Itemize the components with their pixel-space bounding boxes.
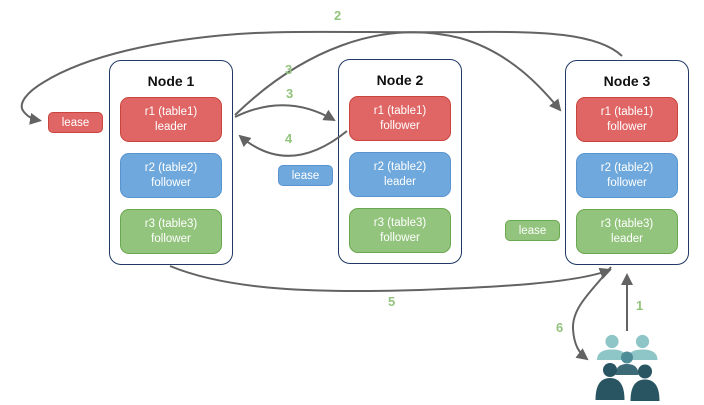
replica-role: follower: [151, 232, 191, 245]
node-title: Node 3: [603, 73, 651, 89]
replica-role: follower: [380, 119, 420, 132]
step-label-1: 1: [636, 298, 644, 313]
users-icon: [595, 334, 660, 401]
replica-name: r1 (table1): [144, 105, 198, 118]
replica-role: follower: [607, 120, 647, 133]
replica-name: r2 (table2): [373, 160, 427, 173]
node-title: Node 1: [147, 73, 195, 89]
step-label-6: 6: [556, 320, 564, 335]
node1-replica-r2: r2 (table2) follower: [120, 153, 222, 198]
node-3: Node 3 r1 (table1) follower r2 (table2) …: [565, 60, 689, 265]
node-1: Node 1 r1 (table1) leader r2 (table2) fo…: [109, 60, 233, 265]
node2-replica-r2: r2 (table2) leader: [349, 152, 451, 197]
step-label-2: 2: [334, 8, 342, 23]
replica-name: r3 (table3): [600, 217, 654, 230]
replica-name: r3 (table3): [373, 216, 427, 229]
node2-replica-r3: r3 (table3) follower: [349, 208, 451, 253]
replica-role: leader: [155, 120, 187, 133]
node1-replica-r3: r3 (table3) follower: [120, 209, 222, 254]
replica-role: leader: [384, 175, 416, 188]
replica-role: follower: [151, 176, 191, 189]
replica-role: leader: [611, 232, 643, 245]
replica-role: follower: [607, 176, 647, 189]
node3-replica-r1: r1 (table1) follower: [576, 97, 678, 142]
lease-badge-blue: lease: [278, 165, 333, 186]
step-label-3a: 3: [285, 62, 293, 77]
step-label-4: 4: [285, 131, 293, 146]
arrow-step3-leader-to-node2: [234, 104, 336, 122]
node2-replica-r1: r1 (table1) follower: [349, 96, 451, 141]
lease-badge-red: lease: [48, 112, 103, 133]
arrow-step5-node1-to-node3: [169, 265, 612, 293]
replica-name: r2 (table2): [600, 161, 654, 174]
node-title: Node 2: [376, 72, 424, 88]
replica-name: r2 (table2): [144, 161, 198, 174]
lease-badge-green: lease: [505, 220, 560, 241]
node3-replica-r3: r3 (table3) leader: [576, 209, 678, 254]
node1-replica-r1: r1 (table1) leader: [120, 97, 222, 142]
arrow-step4-node2-to-leader: [238, 130, 348, 157]
replica-name: r3 (table3): [144, 217, 198, 230]
node3-replica-r2: r2 (table2) follower: [576, 153, 678, 198]
replica-role: follower: [380, 231, 420, 244]
replica-name: r1 (table1): [600, 105, 654, 118]
step-label-5: 5: [388, 294, 396, 309]
step-label-3b: 3: [286, 86, 294, 101]
replica-name: r1 (table1): [373, 104, 427, 117]
node-2: Node 2 r1 (table1) follower r2 (table2) …: [338, 59, 462, 264]
